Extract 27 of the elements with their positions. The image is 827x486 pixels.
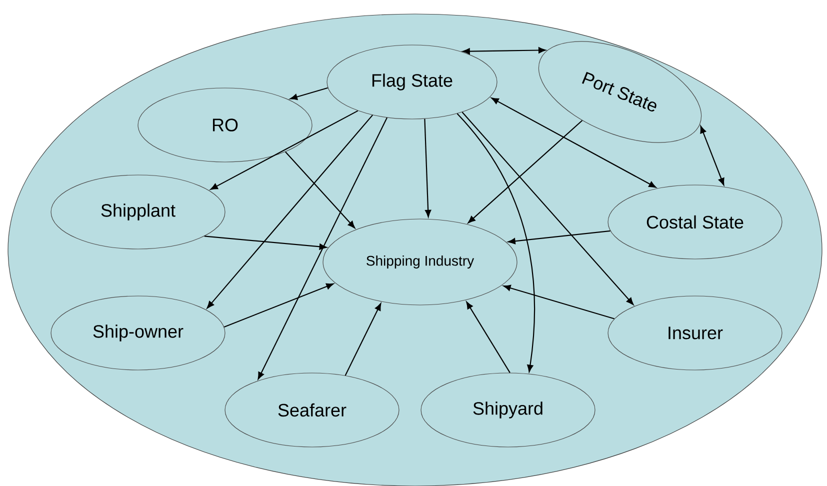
arrow: [210, 110, 358, 190]
ellipse-node: Shipyard: [420, 372, 596, 448]
double-arrow: [491, 98, 656, 188]
arrow: [462, 112, 634, 305]
ellipse-node: Shipplant: [50, 174, 226, 250]
ellipse-node: Shipping Industry: [322, 218, 518, 306]
arrow: [456, 113, 536, 372]
arrow: [258, 117, 388, 380]
arrow: [424, 118, 432, 218]
arrow: [285, 152, 356, 228]
double-arrow: [700, 126, 724, 186]
arrow: [508, 230, 610, 244]
ellipse-node: Ship-owner: [50, 296, 226, 370]
arrow: [224, 283, 334, 328]
arrow: [290, 87, 328, 100]
arrow: [204, 236, 327, 250]
ellipse-node: Costal State: [608, 184, 782, 260]
arrow: [206, 114, 373, 308]
double-arrow: [462, 47, 546, 54]
arrow: [466, 302, 510, 373]
arrow: [468, 120, 583, 224]
ellipse-node: Insurer: [608, 296, 782, 370]
ellipse-node: Flag State: [326, 44, 498, 120]
ellipse-node: RO: [138, 88, 312, 162]
arrow: [344, 303, 382, 376]
arrow: [503, 284, 614, 320]
ellipse-node: Seafarer: [224, 372, 400, 448]
